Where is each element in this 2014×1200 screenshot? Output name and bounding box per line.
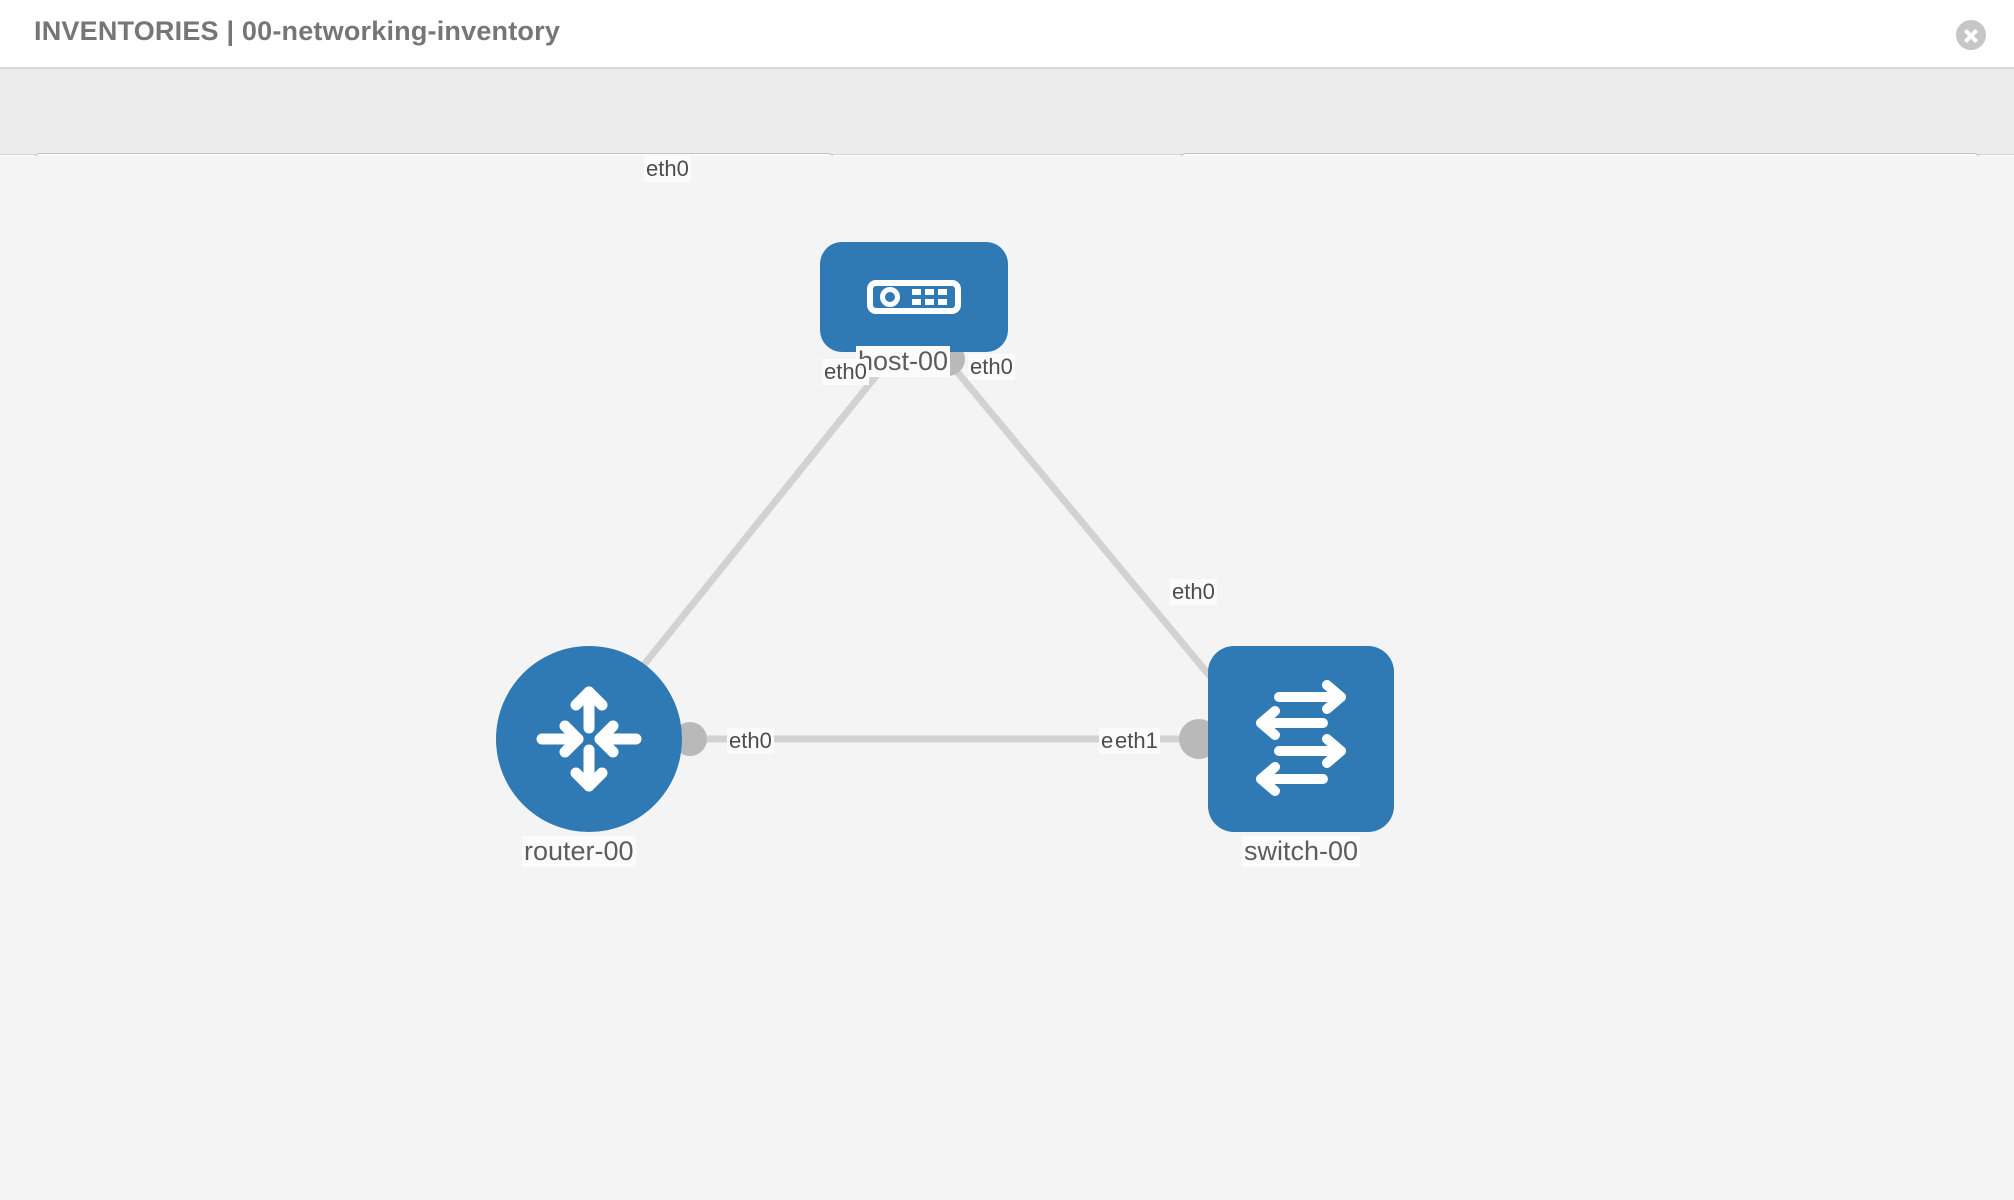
- router-node-label: router-00: [522, 836, 636, 867]
- link-host-switch: [940, 352, 1247, 720]
- topology-canvas[interactable]: host-00 router-00: [0, 156, 2014, 1200]
- host-node-shape[interactable]: [820, 242, 1008, 352]
- router-node-shape[interactable]: [496, 646, 682, 832]
- server-icon: [867, 280, 961, 314]
- switch-node-shape[interactable]: [1208, 646, 1394, 832]
- switch-arrows-icon: [1256, 680, 1346, 796]
- host-node-label: host-00: [856, 346, 951, 377]
- link-host-router: [594, 352, 896, 726]
- iface-label-host-right: eth0: [968, 354, 1015, 380]
- close-icon[interactable]: [1956, 20, 1986, 50]
- iface-label-router-right: eth0: [727, 728, 774, 754]
- router-arrows-icon: [536, 686, 642, 792]
- toolbar: ACTIONS SEARCH: [0, 69, 2014, 210]
- iface-label-switch-up: eth0: [1170, 579, 1217, 605]
- iface-label-host-left: eth0: [822, 359, 869, 385]
- page-title: INVENTORIES | 00-networking-inventory: [34, 16, 561, 46]
- switch-node-label: switch-00: [1242, 836, 1361, 867]
- page-header: INVENTORIES | 00-networking-inventory: [0, 0, 2014, 69]
- iface-label-switch-left-eth1: eth1: [1113, 728, 1160, 754]
- iface-label-router-up: eth0: [644, 156, 691, 182]
